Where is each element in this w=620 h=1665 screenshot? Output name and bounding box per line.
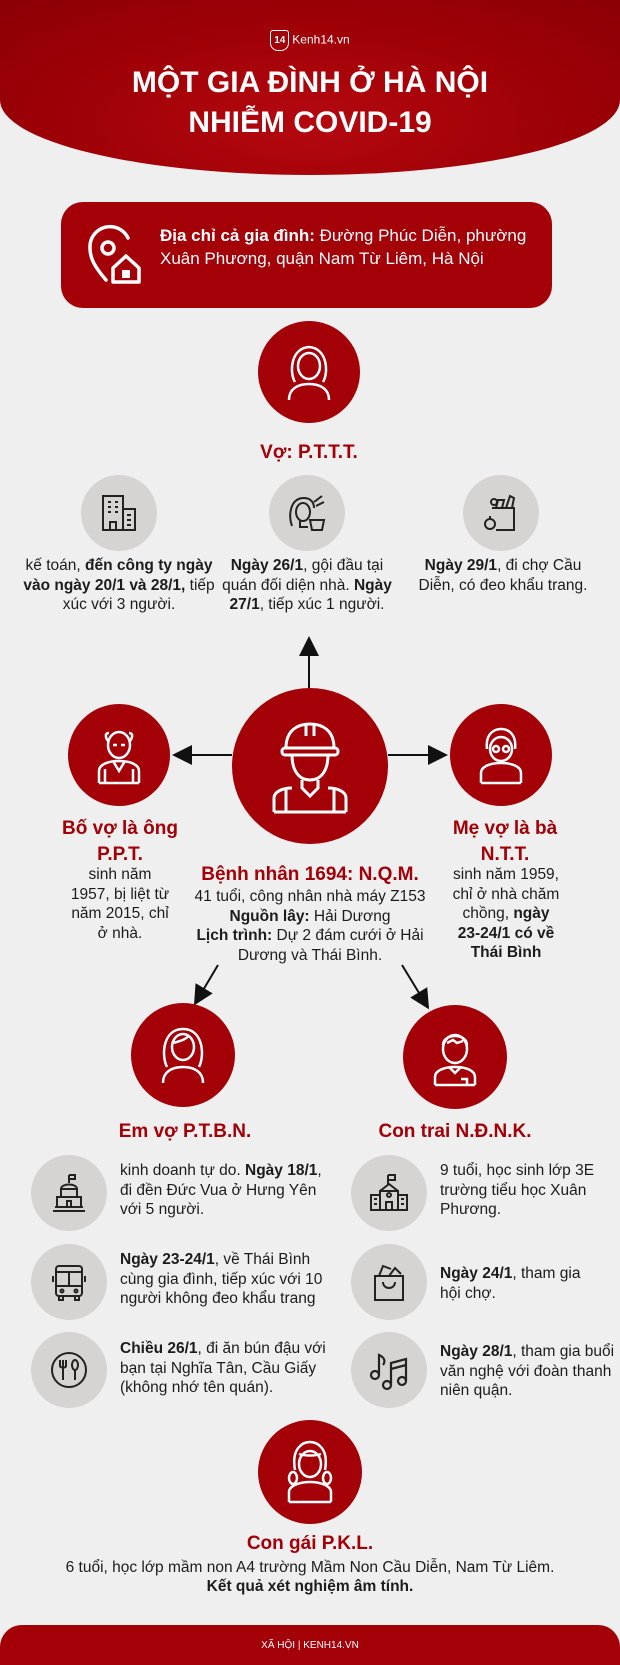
header-banner (0, 0, 620, 175)
woman-icon (287, 345, 331, 401)
grocery-bag-icon (484, 494, 516, 531)
worker-helmet-icon (272, 722, 348, 814)
office-building-icon (102, 495, 136, 531)
girl-icon (287, 1440, 333, 1504)
wife-activity-1: kế toán, đến công ty ngày vào ngày 20/1 … (23, 557, 215, 613)
page-title-line1: MỘT GIA ĐÌNH Ở HÀ NỘI (131, 66, 489, 99)
old-woman-icon (479, 727, 523, 785)
activity-circle (351, 1332, 427, 1408)
father-in-law-text: sinh năm 1957, bị liệt từ năm 2015, chỉ … (70, 866, 170, 942)
sister-in-law-avatar (131, 1003, 235, 1107)
bus-icon (52, 1265, 86, 1301)
father-in-law-avatar (68, 704, 170, 806)
school-icon (370, 1174, 408, 1211)
address-text: Địa chỉ cả gia đình: Đường Phúc Diễn, ph… (160, 224, 540, 270)
footer-text: XÃ HỘI | KENH14.VN (261, 1640, 359, 1651)
activity-circle (463, 475, 539, 551)
arrow-down-left (193, 964, 219, 1006)
music-notes-icon (369, 1353, 408, 1391)
mother-in-law-avatar (450, 704, 552, 806)
boy-icon (433, 1033, 477, 1087)
logo-badge: 14 (270, 30, 290, 51)
wife-activity-2: Ngày 26/1, gội đầu tại quán đối diện nhà… (222, 557, 392, 613)
son-label: Con trai N.Đ.N.K. (378, 1121, 532, 1142)
address-box: Địa chỉ cả gia đình: Đường Phúc Diễn, ph… (61, 202, 552, 308)
hair-wash-icon (289, 495, 326, 531)
activity-circle (31, 1244, 107, 1320)
footer: XÃ HỘI | KENH14.VN (0, 1625, 620, 1665)
page-title-line2: NHIỄM COVID-19 (188, 106, 432, 139)
patient-label: Bệnh nhân 1694: N.Q.M. (201, 864, 419, 885)
address-label: Địa chỉ cả gia đình: (160, 226, 315, 245)
logo-text: Kenh14.vn (292, 32, 350, 47)
activity-circle (31, 1155, 107, 1231)
son-activity-3: Ngày 28/1, tham gia buổi văn nghệ với đo… (440, 1343, 615, 1399)
woman-icon (161, 1027, 205, 1084)
wife-activity-3: Ngày 29/1, đi chợ Cầu Diễn, có đeo khẩu … (418, 557, 588, 594)
activity-circle (351, 1155, 427, 1231)
dining-icon (51, 1352, 87, 1388)
sister-activity-1: kinh doanh tự do. Ngày 18/1, đi đền Đức … (120, 1162, 322, 1218)
patient-source: Nguồn lây: Hải Dương (229, 908, 391, 925)
shopping-bag-icon (374, 1264, 404, 1301)
activity-circle (81, 475, 157, 551)
father-in-law-label: Bố vợ là ông P.P.T. (62, 818, 178, 865)
temple-icon (53, 1174, 85, 1212)
daughter-text: 6 tuổi, học lớp mầm non A4 trường Mầm No… (65, 1559, 555, 1576)
patient-info: 41 tuổi, công nhân nhà máy Z153 (194, 888, 426, 905)
wife-label: Vợ: P.T.T.T. (260, 442, 358, 463)
old-man-icon (97, 730, 141, 785)
location-home-icon (88, 224, 141, 284)
daughter-label: Con gái P.K.L. (246, 1533, 374, 1554)
sister-activity-2: Ngày 23-24/1, về Thái Bình cùng gia đình… (120, 1251, 323, 1307)
daughter-avatar (258, 1420, 362, 1524)
activity-circle (31, 1332, 107, 1408)
sister-in-law-label: Em vợ P.T.B.N. (118, 1121, 252, 1142)
wife-avatar (258, 321, 360, 423)
patient-schedule: Lịch trình: Dự 2 đám cưới ở Hải Dương và… (196, 927, 424, 964)
mother-in-law-label: Mẹ vợ là bà N.T.T. (452, 818, 558, 865)
son-avatar (403, 1005, 507, 1109)
arrow-down-right (401, 964, 430, 1010)
address-value: Đường Phúc Diễn, phường Xuân Phương, quậ… (160, 226, 527, 268)
mother-in-law-text: sinh năm 1959, chỉ ở nhà chăm chồng, ngà… (452, 866, 560, 961)
son-activity-1: 9 tuổi, học sinh lớp 3E trường tiểu học … (440, 1162, 595, 1218)
son-activity-2: Ngày 24/1, tham gia hội chợ. (440, 1265, 581, 1302)
daughter-test-result: Kết quả xét nghiệm âm tính. (206, 1578, 414, 1595)
activity-circle (269, 475, 345, 551)
sister-activity-3: Chiều 26/1, đi ăn bún đậu với bạn tại Ng… (120, 1340, 326, 1396)
patient-avatar (232, 688, 388, 844)
activity-circle (351, 1244, 427, 1320)
